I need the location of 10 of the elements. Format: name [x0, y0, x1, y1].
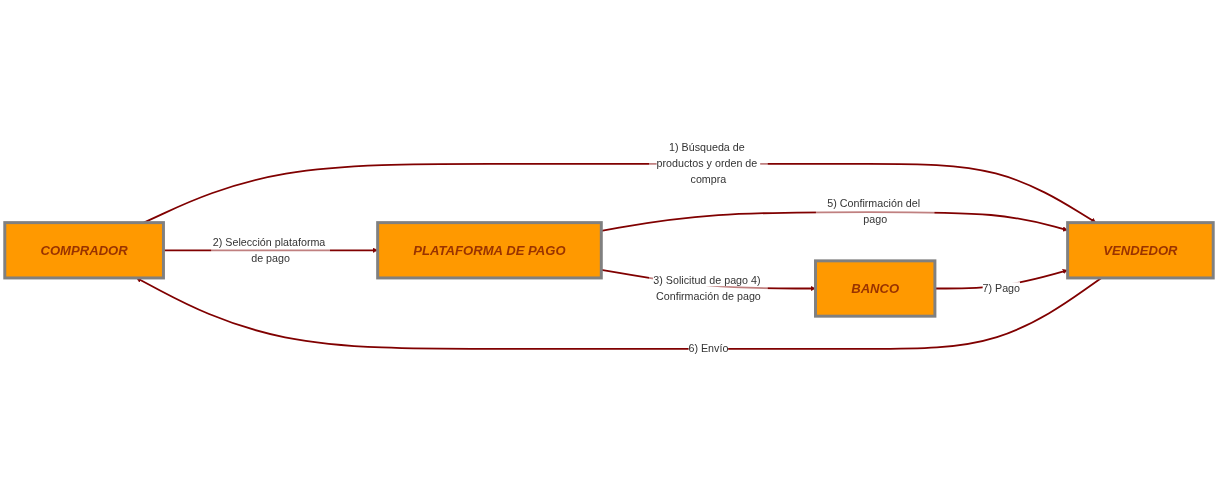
edge-label: 5) Confirmación del pago	[827, 197, 921, 226]
node-box: PLATAFORMA DE PAGO	[376, 221, 603, 280]
node-box: BANCO	[814, 259, 937, 318]
edge-label: 6) Envío	[688, 342, 729, 355]
node-box: VENDEDOR	[1066, 221, 1215, 280]
edge-label: 2) Selección plataforma de pago	[212, 236, 326, 265]
edge-label: 1) Búsqueda de productos y orden de compra	[656, 141, 758, 186]
edge-label: 3) Solicitud de pago 4) Confirmación de pago	[653, 274, 761, 303]
node-box: COMPRADOR	[3, 221, 165, 280]
edge-label: 7) Pago	[982, 282, 1021, 295]
